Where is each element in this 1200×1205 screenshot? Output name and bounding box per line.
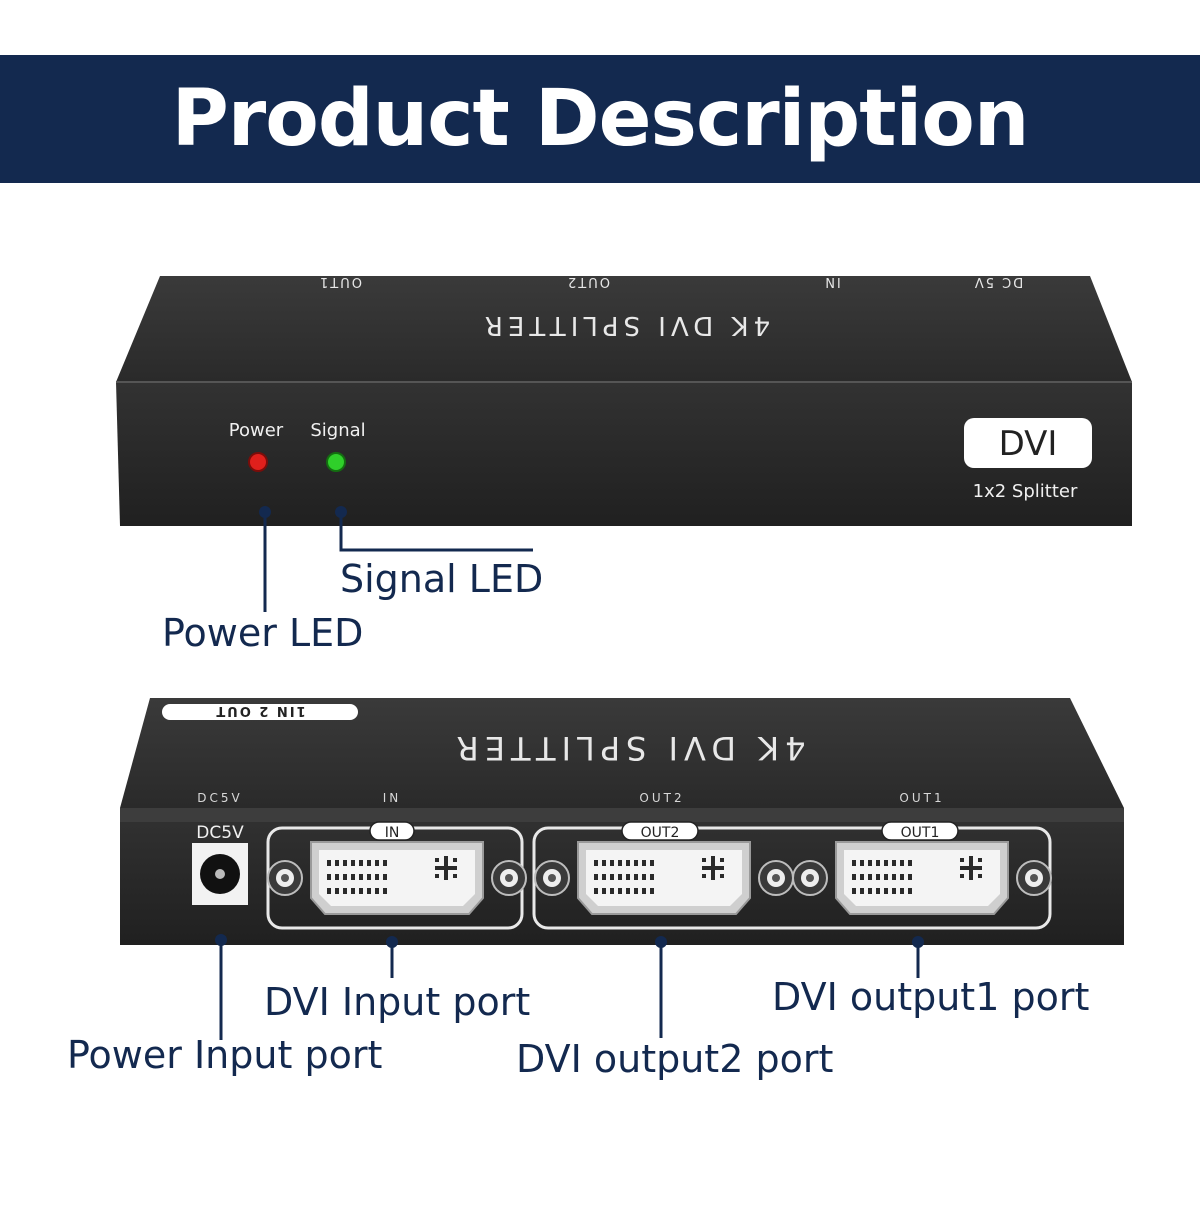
front-device: OUT1 OUT2 IN DC 5V 4K DVI SPLITTER Power… [116,274,1132,526]
rim-label-dc5v: DC5V [197,791,242,805]
dvi-output1-callout: DVI output1 port [772,975,1090,1019]
splitter-caption: 1x2 Splitter [973,481,1078,502]
rim-label-in: IN [383,791,402,805]
top-label-in: IN [823,274,841,289]
page-title: Product Description [171,74,1030,164]
out2-port-tag: OUT2 [641,825,680,841]
top-label-dc5v: DC 5V [973,274,1023,289]
power-led-callout: Power LED [162,611,364,655]
rim-label-out1: OUT1 [899,791,944,805]
rear-top-title: 4K DVI SPLITTER [451,729,806,767]
dvi-badge [964,418,1092,468]
in-port-tag: IN [385,825,400,841]
power-led [248,452,268,472]
dvi-badge-text: DVI [999,424,1058,464]
power-input-callout: Power Input port [67,1033,383,1077]
title-banner: Product Description [0,55,1200,183]
front-top-title: 4K DVI SPLITTER [480,310,770,340]
power-led-caption: Power [229,420,284,441]
out1-port-tag: OUT1 [901,825,940,841]
signal-led-callout: Signal LED [340,557,544,601]
rear-device: 1IN 2 OUT 4K DVI SPLITTER DC5V IN OUT2 O… [120,698,1124,945]
rear-callout-lines [215,934,924,1040]
rim-label-out2: OUT2 [639,791,684,805]
dc5v-panel-label: DC5V [196,823,244,843]
rear-pill-label: 1IN 2 OUT [214,703,305,718]
signal-led [326,452,346,472]
front-callout-lines [259,506,533,612]
dvi-input-callout: DVI Input port [264,980,531,1024]
signal-led-caption: Signal [310,420,365,441]
top-label-out2: OUT2 [566,274,610,289]
top-label-out1: OUT1 [318,274,362,289]
dvi-output2-callout: DVI output2 port [516,1037,834,1081]
